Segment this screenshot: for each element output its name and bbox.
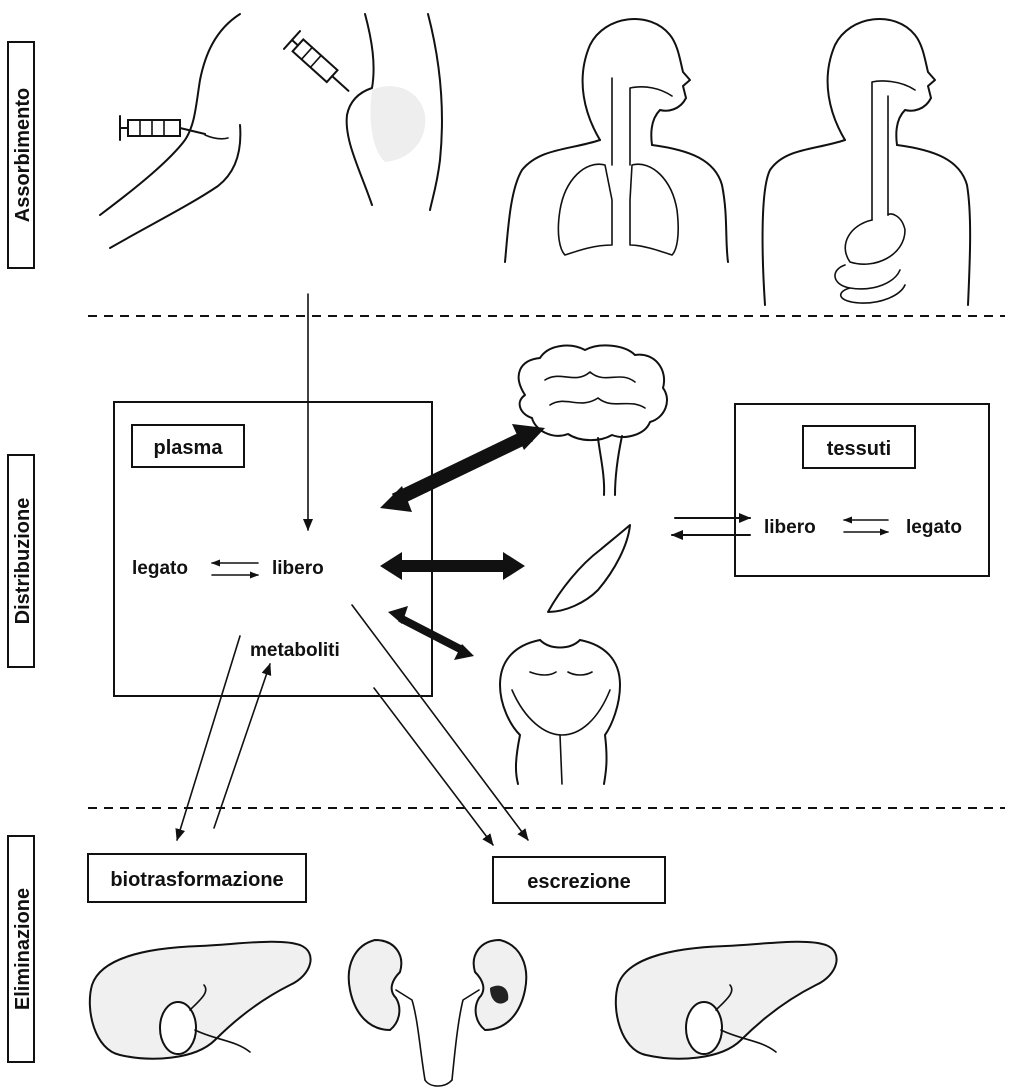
metabolites-to-excretion-arrow [374,688,493,845]
muscle-exchange-arrow [380,552,525,580]
digestive-tract-icon [763,19,971,305]
plasma-free-label: libero [272,558,324,579]
buttock-icon [347,14,442,210]
fat-body-icon [500,640,620,784]
tissues-bound-label: legato [906,517,962,538]
plasma-box: plasma legato libero metaboliti [114,402,432,696]
svg-text:Assorbimento: Assorbimento [12,88,34,222]
excretion-box: escrezione [493,857,665,903]
svg-text:biotrasformazione: biotrasformazione [110,869,283,891]
lungs-icon [505,19,728,262]
liver-icon [616,942,837,1059]
section-label-distribution: Distribuzione [8,455,34,667]
tissues-free-label: libero [764,517,816,538]
svg-text:Distribuzione: Distribuzione [12,498,34,625]
metabolites-label: metaboliti [250,640,340,661]
tissues-box: tessuti libero legato [735,404,989,576]
liver-icon [90,942,311,1059]
section-label-elimination: Eliminazione [8,836,34,1062]
kidneys-icon [349,940,527,1086]
biotransformation-box: biotrasformazione [88,854,306,902]
plasma-title: plasma [154,437,224,459]
svg-text:escrezione: escrezione [527,871,630,893]
section-label-absorption: Assorbimento [8,42,34,268]
muscle-icon [548,525,630,612]
plasma-bound-label: legato [132,558,188,579]
brain-icon [519,345,667,495]
svg-text:Eliminazione: Eliminazione [12,888,34,1010]
syringe-icon [120,116,205,140]
syringe-icon [284,31,357,100]
tissues-title: tessuti [827,438,891,460]
